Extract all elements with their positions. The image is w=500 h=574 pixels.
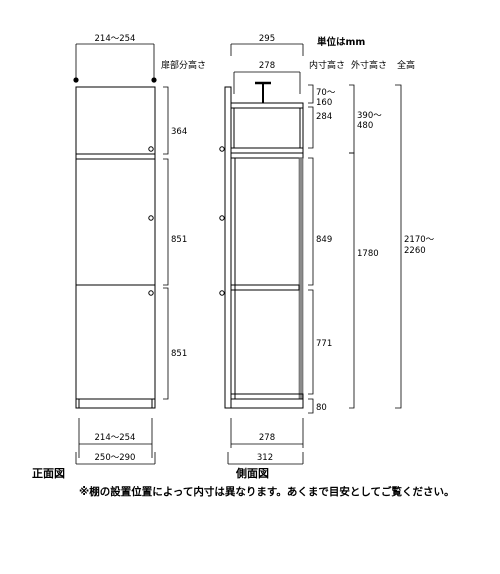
outer-height-header: 外寸高さ	[351, 59, 387, 71]
inner-gap-label-2: 160	[316, 98, 332, 108]
inner-height-dimensions: 70～ 160 284 849 771 80	[308, 84, 336, 414]
total-height-label-1: 2170～	[404, 235, 435, 245]
ceiling-tension-rod-icon	[255, 81, 271, 103]
side-knob-top-icon	[219, 146, 225, 152]
outer-top-label-2: 480	[357, 121, 373, 131]
side-view: 295 278	[219, 34, 304, 480]
front-bottom-width-dimensions: 214～254 250～290	[75, 418, 156, 465]
total-height-header: 全高	[397, 59, 415, 71]
shelf-position-note: ※棚の設置位置によって内寸は異なります。あくまで目安としてご覧ください。	[79, 485, 455, 498]
inner-lower-label: 771	[316, 339, 332, 349]
side-top-depth-label: 295	[259, 34, 275, 44]
front-door-top	[75, 86, 156, 155]
side-back-panel	[298, 157, 304, 400]
inner-base-label: 80	[316, 403, 327, 413]
adjuster-bolt-left-icon	[73, 77, 79, 83]
front-inner-width-label: 214～254	[95, 433, 136, 443]
door-height-header: 扉部分高さ	[161, 59, 206, 71]
adjuster-bolt-right-icon	[151, 77, 157, 83]
unit-label: 単位はmm	[317, 36, 365, 48]
side-top-depth-dimensions: 295 278	[230, 34, 304, 94]
door-middle-height-label: 851	[171, 235, 187, 245]
side-knob-middle-icon	[219, 215, 225, 221]
outer-height-dimensions: 390～ 480 1780	[349, 84, 382, 409]
door-height-dimension: 扉部分高さ 364 851 851	[161, 59, 206, 400]
door-knob-bottom-icon	[148, 290, 154, 296]
side-bottom-outer-depth-label: 312	[257, 453, 273, 463]
inner-middle-label: 849	[316, 235, 332, 245]
front-door-bottom	[75, 284, 156, 400]
front-outer-width-label: 250～290	[95, 453, 136, 463]
front-view: 214～254 扉部分高さ 364 851 851 214～254	[32, 34, 206, 480]
side-knob-bottom-icon	[219, 290, 225, 296]
height-columns: 単位はmm 内寸高さ 外寸高さ 全高 70～ 160 284 849 771 8…	[308, 36, 435, 414]
side-bottom-inner-depth-label: 278	[259, 433, 275, 443]
side-view-caption: 側面図	[235, 466, 269, 480]
inner-top-box-label: 284	[316, 112, 332, 122]
total-height-dimension: 2170～ 2260	[395, 84, 435, 409]
door-knob-middle-icon	[148, 215, 154, 221]
inner-height-header: 内寸高さ	[309, 59, 345, 71]
side-cabinet-body	[219, 86, 304, 409]
side-bottom-depth-dimensions: 278 312	[227, 418, 304, 465]
front-top-width-dimension: 214～254	[73, 34, 157, 83]
front-view-caption: 正面図	[32, 466, 65, 480]
door-knob-top-icon	[148, 146, 154, 152]
front-top-width-label: 214～254	[95, 34, 136, 44]
front-door-middle	[75, 158, 156, 286]
side-inner-depth-label: 278	[259, 61, 275, 71]
outer-top-label-1: 390～	[357, 111, 382, 121]
front-plinth	[78, 398, 153, 409]
door-bottom-height-label: 851	[171, 349, 187, 359]
total-height-label-2: 2260	[404, 246, 426, 256]
inner-gap-label-1: 70～	[316, 88, 336, 98]
door-top-height-label: 364	[171, 127, 187, 137]
outer-body-label: 1780	[357, 249, 379, 259]
